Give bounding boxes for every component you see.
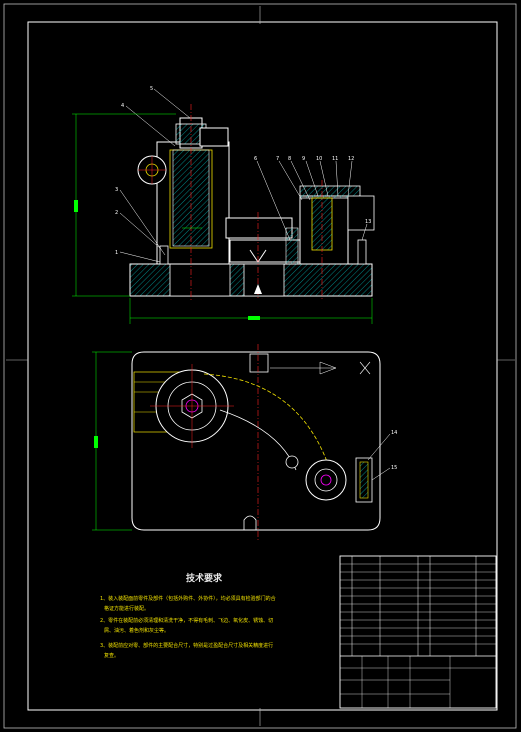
tech-requirement-line-1: 1、装入装配面前零件及部件（包括外购件、外协件），均必须具有检验部门的合	[100, 595, 276, 602]
callout-12: 12	[348, 156, 354, 162]
sheet-frame	[3, 3, 517, 729]
callout-4: 4	[121, 103, 124, 109]
front-view	[72, 88, 375, 324]
callout-5: 5	[150, 86, 153, 92]
dimension-ticks	[74, 200, 260, 448]
callout-9: 9	[302, 156, 305, 162]
tech-requirement-line-4: 屑、油污、着色剂和灰尘等。	[104, 627, 169, 634]
callout-7: 7	[276, 156, 279, 162]
callout-8: 8	[288, 156, 291, 162]
callout-3: 3	[115, 187, 118, 193]
title-block	[339, 555, 497, 709]
callout-6: 6	[254, 156, 257, 162]
tech-requirement-line-6: 复查。	[104, 652, 119, 659]
callout-1: 1	[115, 250, 118, 256]
callout-14: 14	[391, 430, 397, 436]
callout-10: 10	[316, 156, 322, 162]
callout-11: 11	[332, 156, 338, 162]
top-view	[92, 344, 391, 540]
tech-requirement-line-3: 2、零件在装配前必须清理和清洗干净，不得有毛刺、飞边、氧化皮、锈蚀、切	[100, 617, 273, 624]
callout-15: 15	[391, 465, 397, 471]
tech-requirements: 技术要求 1、装入装配面前零件及部件（包括外购件、外协件），均必须具有检验部门的…	[100, 572, 276, 659]
tech-requirement-line-2: 格证方能进行装配。	[104, 605, 149, 612]
callout-13: 13	[365, 219, 371, 225]
callout-2: 2	[115, 210, 118, 216]
tech-requirement-line-5: 3、装配前应对零、部件的主要配合尺寸，特别是过盈配合尺寸及相关精度进行	[100, 642, 273, 649]
callout-labels: 1 2 3 4 5 6 7 8 9 10 11 12 13 14 15	[115, 86, 397, 471]
tech-requirements-title: 技术要求	[186, 572, 223, 584]
